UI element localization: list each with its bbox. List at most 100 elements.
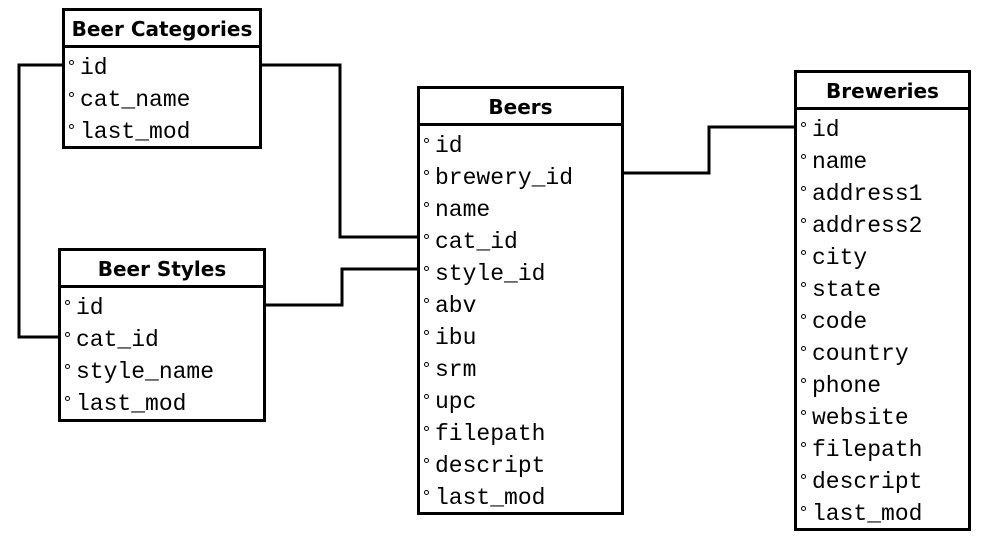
field-item: descript [420,450,621,482]
field-item: phone [797,370,968,402]
field-bullet-icon [424,234,429,239]
field-label: cat_id [435,229,518,255]
field-bullet-icon [69,92,74,97]
entity-beer-categories: Beer Categories id cat_name last_mod [62,8,262,149]
field-label: last_mod [80,119,191,145]
field-item: upc [420,386,621,418]
connector-styles-to-beers [266,267,417,307]
field-label: descript [812,469,923,495]
field-item: name [797,146,968,178]
field-item: code [797,306,968,338]
field-label: style_id [435,261,546,287]
field-item: srm [420,354,621,386]
field-item: id [420,130,621,162]
entity-beer-styles: Beer Styles id cat_id style_name last_mo… [58,248,266,422]
entity-title: Beer Styles [61,251,263,288]
field-item: cat_name [65,84,259,116]
field-label: id [76,295,104,321]
field-list: id cat_name last_mod [65,48,259,148]
field-bullet-icon [801,250,806,255]
field-item: address2 [797,210,968,242]
field-bullet-icon [424,490,429,495]
field-label: upc [435,389,477,415]
field-bullet-icon [801,378,806,383]
field-item: filepath [797,434,968,466]
field-bullet-icon [801,186,806,191]
field-bullet-icon [801,346,806,351]
field-bullet-icon [801,410,806,415]
field-bullet-icon [65,364,70,369]
field-bullet-icon [801,282,806,287]
field-bullet-icon [65,332,70,337]
field-label: city [812,245,868,271]
field-item: id [797,114,968,146]
field-item: abv [420,290,621,322]
field-label: filepath [812,437,923,463]
field-item: last_mod [420,482,621,514]
field-bullet-icon [424,458,429,463]
entity-breweries: Breweries id name address1 address2 city… [794,70,971,531]
field-bullet-icon [69,60,74,65]
field-bullet-icon [801,474,806,479]
field-item: cat_id [420,226,621,258]
field-label: id [812,117,840,143]
entity-title: Beer Categories [65,11,259,48]
field-bullet-icon [65,396,70,401]
field-bullet-icon [801,314,806,319]
field-bullet-icon [424,170,429,175]
field-label: last_mod [76,391,187,417]
field-bullet-icon [65,300,70,305]
field-label: id [435,133,463,159]
field-item: descript [797,466,968,498]
field-item: state [797,274,968,306]
field-item: id [65,52,259,84]
field-item: filepath [420,418,621,450]
field-item: id [61,292,263,324]
field-list: id brewery_id name cat_id style_id abv i… [420,126,621,514]
field-list: id cat_id style_name last_mod [61,288,263,420]
entity-title: Breweries [797,73,968,110]
field-bullet-icon [801,442,806,447]
field-label: state [812,277,882,303]
field-label: address1 [812,181,923,207]
field-label: cat_name [80,87,191,113]
field-bullet-icon [801,154,806,159]
field-bullet-icon [424,266,429,271]
entity-beers: Beers id brewery_id name cat_id style_id… [417,86,624,515]
field-item: cat_id [61,324,263,356]
field-item: style_id [420,258,621,290]
field-bullet-icon [801,218,806,223]
field-label: name [435,197,491,223]
field-label: brewery_id [435,165,574,191]
field-label: last_mod [435,485,546,511]
field-label: address2 [812,213,923,239]
field-bullet-icon [424,426,429,431]
field-bullet-icon [424,362,429,367]
field-label: id [80,55,108,81]
connector-categories-to-beers [262,63,417,239]
field-item: website [797,402,968,434]
field-bullet-icon [424,138,429,143]
field-label: code [812,309,868,335]
field-bullet-icon [801,506,806,511]
field-label: name [812,149,868,175]
field-bullet-icon [424,394,429,399]
field-bullet-icon [424,298,429,303]
field-item: last_mod [61,388,263,420]
field-item: city [797,242,968,274]
field-label: website [812,405,909,431]
field-item: last_mod [797,498,968,530]
field-item: address1 [797,178,968,210]
field-item: ibu [420,322,621,354]
field-item: style_name [61,356,263,388]
field-label: last_mod [812,501,923,527]
field-list: id name address1 address2 city state cod… [797,110,968,530]
field-label: ibu [435,325,477,351]
entity-title: Beers [420,89,621,126]
field-label: filepath [435,421,546,447]
field-bullet-icon [424,330,429,335]
field-item: country [797,338,968,370]
field-label: abv [435,293,477,319]
field-item: brewery_id [420,162,621,194]
field-label: descript [435,453,546,479]
